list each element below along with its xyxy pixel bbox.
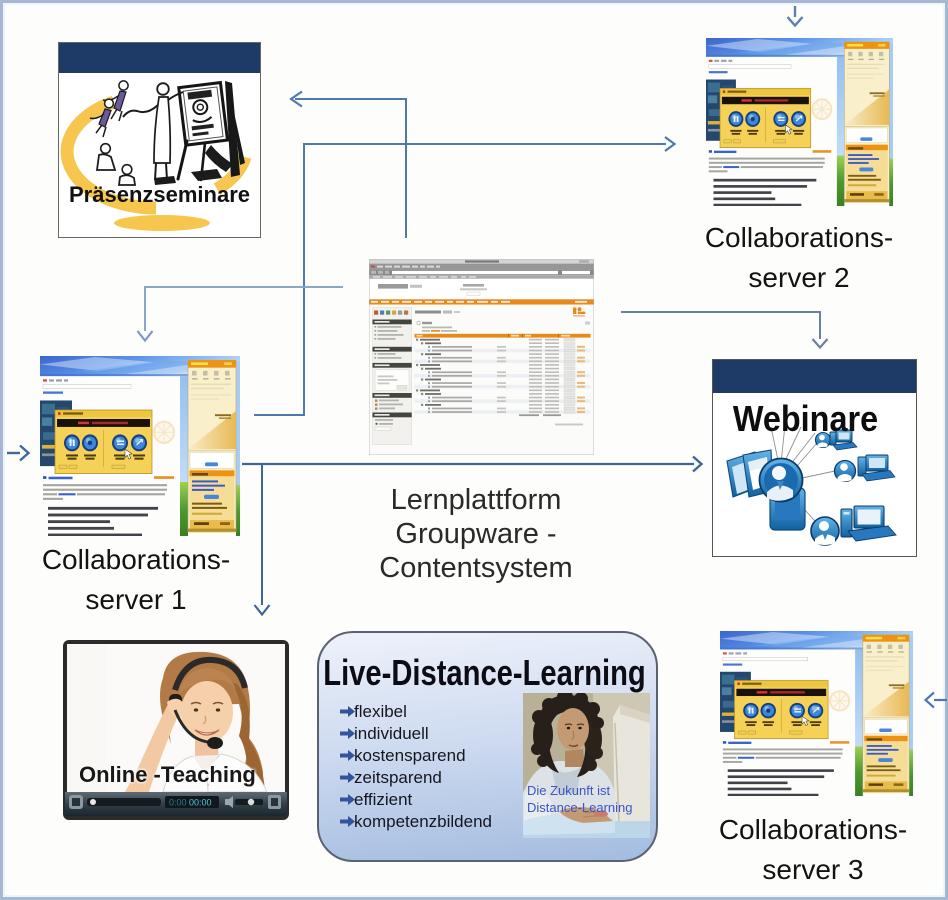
svg-text:00:00: 00:00 bbox=[189, 798, 212, 808]
svg-text:0:00: 0:00 bbox=[169, 798, 187, 808]
